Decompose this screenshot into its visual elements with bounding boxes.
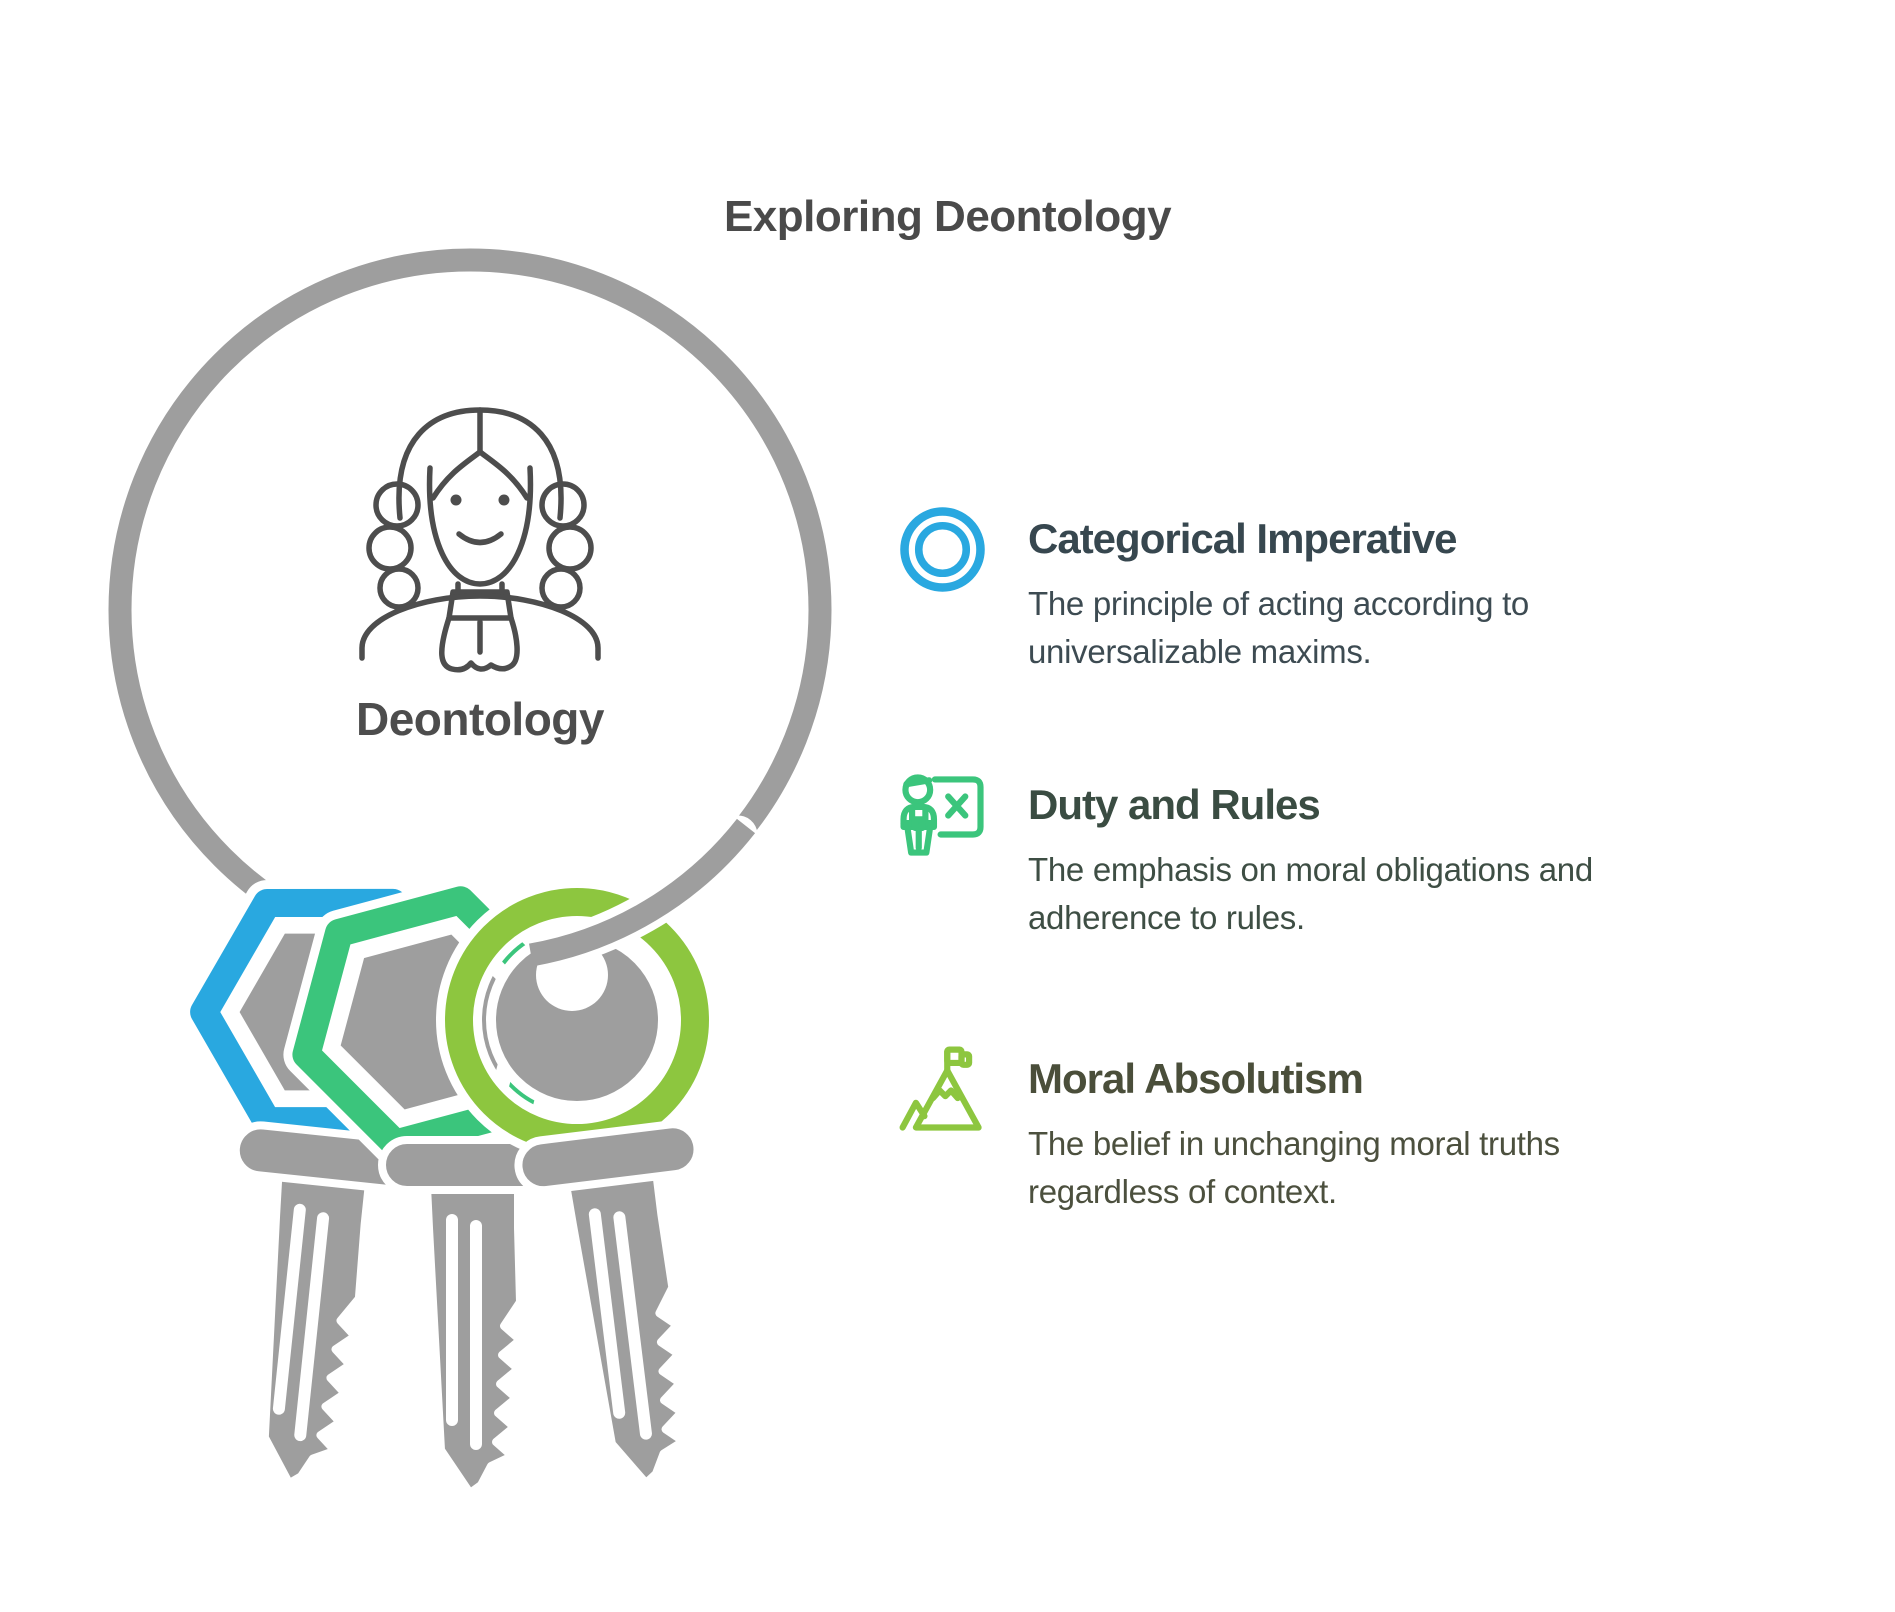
teacher-board-icon [895, 768, 990, 863]
mountain-flag-icon [895, 1042, 990, 1137]
keyring-graphic [108, 248, 832, 1612]
judge-bangs [430, 449, 530, 501]
judge-avatar-icon [359, 407, 601, 673]
wig-curl [377, 566, 421, 610]
section-heading: Categorical Imperative [1028, 515, 1458, 562]
concentric-circles-icon [895, 502, 990, 597]
wig-curl [539, 566, 583, 610]
section-body: The emphasis on moral obligations and ad… [1028, 851, 1593, 937]
judge-shoulders [359, 593, 601, 661]
section-categorical-imperative: Categorical Imperative The principle of … [895, 502, 1675, 676]
section-moral-absolutism: Moral Absolutism The belief in unchangin… [895, 1042, 1675, 1216]
judge-jabot [439, 615, 520, 673]
key-lime [436, 879, 737, 1494]
judge-smile [456, 531, 504, 546]
wig-curl [546, 524, 594, 572]
page-title: Exploring Deontology [723, 192, 1172, 241]
section-heading: Moral Absolutism [1028, 1055, 1364, 1102]
judge-face [426, 465, 534, 587]
judge-eye [450, 494, 462, 506]
section-body: The belief in unchanging moral truths re… [1028, 1125, 1560, 1211]
judge-eye [498, 494, 510, 506]
wig-curl [366, 524, 414, 572]
section-duty-and-rules: Duty and Rules The emphasis on moral obl… [895, 768, 1675, 942]
section-heading: Duty and Rules [1028, 781, 1321, 828]
section-body: The principle of acting according to uni… [1028, 585, 1529, 671]
deontology-label: Deontology [356, 693, 604, 745]
ring-wire-through-hole [529, 815, 758, 967]
